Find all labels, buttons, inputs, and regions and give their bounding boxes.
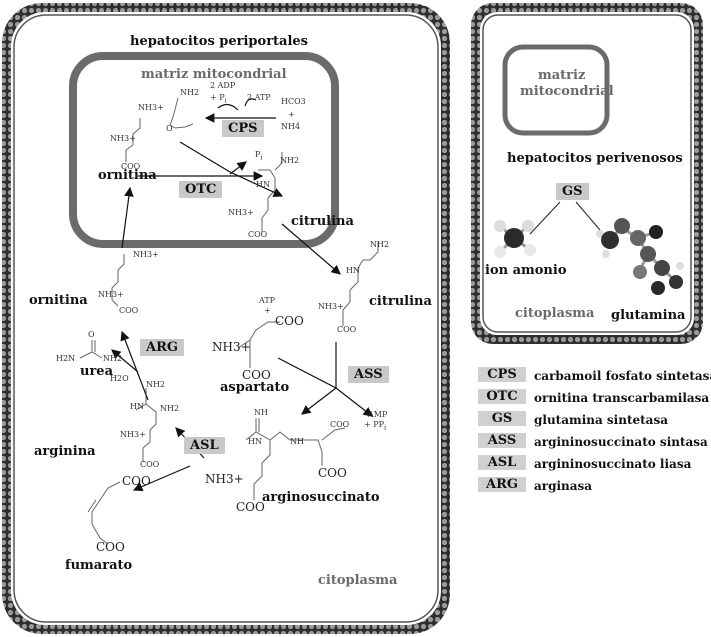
right-cytoplasm-label: citoplasma — [515, 306, 595, 321]
arginosuccinato-label: arginosuccinato — [262, 490, 380, 505]
asp-plus-text: + — [264, 306, 271, 315]
cit-nh3-text: NH3+ — [318, 302, 344, 311]
ornitina-cyto-label: ornitina — [29, 293, 88, 308]
ion-amonio-label: ion amonio — [485, 263, 567, 278]
as-coo-text-2: COO — [236, 500, 265, 514]
as-nh3-text: NH3+ — [205, 472, 244, 486]
cp-o-text: O — [166, 124, 173, 133]
legend-name-gs: glutamina sintetasa — [534, 413, 668, 427]
reaction-arrows — [111, 98, 373, 492]
legend-name-asl: argininosuccinato liasa — [534, 457, 692, 471]
arginina-label: arginina — [34, 444, 96, 459]
arg-coo-text: COO — [140, 460, 160, 469]
orn-coo-text: COO — [119, 306, 139, 315]
glutamina-label: glutamina — [611, 308, 686, 323]
ornitina-coo-text: COO — [121, 162, 141, 171]
ammonium-ion-model — [494, 220, 536, 258]
as-nh-text-2: NH — [290, 437, 304, 446]
as-hn-text: HN — [248, 437, 262, 446]
adp-text: 2 ADP — [210, 81, 236, 90]
legend-abbr-cps: CPS — [478, 367, 526, 382]
fum-coo-text-2: COO — [96, 540, 125, 554]
arg-nh2-text-2: NH2 — [160, 404, 180, 413]
left-mitochondrial-matrix — [69, 52, 339, 248]
orn-nh3-text-2: NH3+ — [98, 290, 124, 299]
citrulina-cyto-label: citrulina — [369, 294, 432, 309]
legend-abbr-asl: ASL — [478, 455, 526, 470]
aspartato-label: aspartato — [220, 380, 290, 395]
enzyme-gs: GS — [556, 183, 589, 200]
citrulina-hn-text: HN — [256, 180, 270, 189]
right-matrix-label-line2: mitocondrial — [520, 84, 614, 99]
ornitina-nh3-text-2: NH3+ — [110, 134, 136, 143]
arg-nh2-text: NH2 — [146, 380, 166, 389]
legend-abbr-gs: GS — [478, 411, 526, 426]
ornitina-mito-label: ornitina — [98, 168, 157, 183]
left-matrix-label: matriz mitocondrial — [141, 67, 287, 82]
fumarato-label: fumarato — [65, 558, 133, 573]
cit-hn-text: HN — [346, 266, 360, 275]
right-mitochondrial-matrix — [502, 44, 610, 136]
right-panel-title: hepatocitos perivenosos — [507, 151, 683, 166]
legend-abbr-arg: ARG — [478, 477, 526, 492]
plus-text: + — [288, 110, 295, 119]
amp-text: AMP — [368, 410, 388, 419]
right-matrix-label-line1: matriz — [538, 68, 586, 83]
legend-name-otc: ornitina transcarbamilasa — [534, 391, 710, 405]
urea-h2n-text: H2N — [56, 354, 76, 363]
atp2-text: 2 ATP — [247, 93, 271, 102]
urea-label: urea — [80, 364, 113, 379]
cit-nh2-text: NH2 — [370, 240, 390, 249]
legend-abbr-ass: ASS — [478, 433, 526, 448]
legend-name-arg: arginasa — [534, 479, 593, 493]
left-cytoplasm-label: citoplasma — [318, 573, 398, 588]
hco3-text: HCO3 — [281, 97, 306, 106]
urea-nh2-text: NH2 — [103, 354, 123, 363]
citrulina-coo-text: COO — [248, 230, 268, 239]
glutamine-model — [596, 218, 684, 295]
urea-o-text: O — [88, 330, 95, 339]
pi-plus-text: + Pi — [210, 93, 227, 105]
citrulina-nh2-text: NH2 — [280, 156, 300, 165]
citrulina-mito-label: citrulina — [291, 214, 354, 229]
cit-coo-text: COO — [337, 325, 357, 334]
pi-text: Pi — [255, 150, 263, 162]
nh4-text: NH4 — [281, 122, 301, 131]
asp-nh3-text: NH3+ — [212, 340, 251, 354]
enzyme-otc: OTC — [179, 181, 223, 198]
enzyme-ass: ASS — [348, 366, 389, 383]
legend-abbr-otc: OTC — [478, 389, 526, 404]
gs-arrows — [529, 201, 601, 235]
arg-hn-text: HN — [130, 402, 144, 411]
left-panel-title: hepatocitos periportales — [130, 34, 309, 49]
arg-nh3-text: NH3+ — [120, 430, 146, 439]
as-coo-text: COO — [330, 420, 350, 429]
ornitina-nh3-text: NH3+ — [138, 103, 164, 112]
enzyme-cps: CPS — [222, 120, 264, 137]
orn-nh3-text: NH3+ — [133, 250, 159, 259]
cp-nh2-text: NH2 — [180, 88, 200, 97]
legend-name-ass: argininosuccinato sintasa — [534, 435, 708, 449]
legend-name-cps: carbamoil fosfato sintetasa — [534, 369, 711, 383]
h2o-text: H2O — [110, 374, 129, 383]
asp-atp-text: ATP — [259, 296, 276, 305]
enzyme-arg: ARG — [140, 339, 184, 356]
enzyme-asl: ASL — [184, 437, 225, 454]
fum-coo-text: COO — [122, 474, 151, 488]
as-nh-text: NH — [254, 408, 268, 417]
ppi-text: + PPi — [364, 420, 387, 432]
asp-coo-text: COO — [275, 314, 304, 328]
citrulina-nh3-text: NH3+ — [228, 208, 254, 217]
molecule-skeletons — [79, 97, 379, 545]
as-coo-text-3: COO — [318, 466, 347, 480]
asp-coo-text-2: COO — [242, 368, 271, 382]
